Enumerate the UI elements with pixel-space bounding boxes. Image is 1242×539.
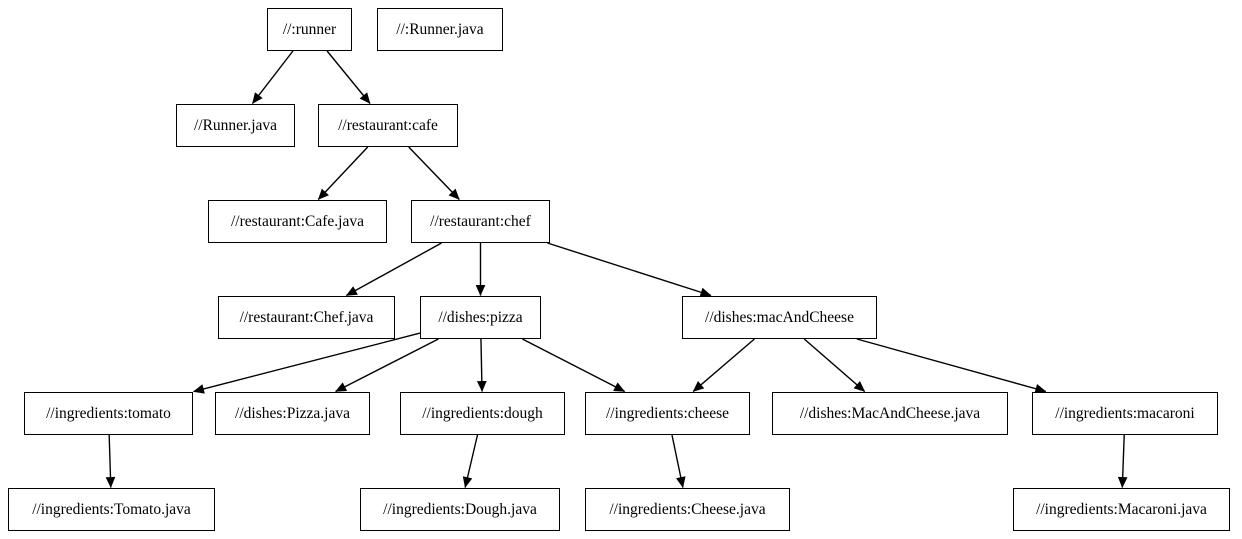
graph-edge-chef-to-mac-and-cheese <box>547 242 712 297</box>
graph-edge-mac-and-cheese-to-cheese <box>692 338 755 393</box>
graph-node-label: //ingredients:Macaroni.java <box>1036 500 1207 518</box>
graph-node-label: //dishes:pizza <box>438 308 523 326</box>
graph-node-label: //Runner.java <box>193 116 278 134</box>
graph-edge-macaroni-to-macaroni-java <box>1117 434 1128 489</box>
graph-node-label: //ingredients:Dough.java <box>383 500 537 518</box>
graph-node-mac-and-cheese-java: //dishes:MacAndCheese.java <box>772 392 1008 435</box>
graph-edge-cafe-to-cafe-java <box>317 146 369 200</box>
graph-node-macaroni: //ingredients:macaroni <box>1032 392 1218 435</box>
graph-node-dough-java: //ingredients:Dough.java <box>360 488 560 531</box>
graph-node-cheese-java: //ingredients:Cheese.java <box>585 488 790 531</box>
graph-node-macaroni-java: //ingredients:Macaroni.java <box>1013 488 1230 531</box>
graph-node-label: //ingredients:dough <box>422 404 543 422</box>
graph-node-dough: //ingredients:dough <box>400 392 565 435</box>
graph-node-label: //ingredients:Tomato.java <box>32 500 191 518</box>
graph-node-label: //ingredients:Cheese.java <box>609 500 766 518</box>
graph-node-label: //dishes:MacAndCheese.java <box>799 404 981 422</box>
graph-edge-cafe-to-chef <box>408 146 460 200</box>
graph-node-label: //:Runner.java <box>396 20 484 38</box>
graph-node-label: //dishes:Pizza.java <box>235 404 350 422</box>
graph-node-label: //ingredients:tomato <box>46 404 171 422</box>
graph-node-pizza: //dishes:pizza <box>420 296 541 339</box>
graph-node-pizza-java: //dishes:Pizza.java <box>215 392 370 435</box>
graph-edge-mac-and-cheese-to-mac-and-cheese-java <box>803 338 866 393</box>
graph-node-tomato: //ingredients:tomato <box>24 392 193 435</box>
graph-edge-pizza-to-cheese <box>522 338 626 393</box>
graph-node-root-runner-java: //:Runner.java <box>377 8 503 51</box>
graph-edge-pizza-to-tomato <box>192 332 421 394</box>
graph-node-chef-java: //restaurant:Chef.java <box>218 296 395 339</box>
graph-node-mac-and-cheese: //dishes:macAndCheese <box>682 296 877 339</box>
graph-node-runner: //:runner <box>267 8 352 51</box>
graph-edge-dough-to-dough-java <box>462 434 479 489</box>
graph-node-label: //restaurant:Cafe.java <box>231 212 364 230</box>
graph-edge-pizza-to-dough <box>476 338 487 393</box>
graph-node-label: //ingredients:cheese <box>605 404 730 422</box>
graph-node-chef: //restaurant:chef <box>411 200 550 243</box>
graph-edge-runner-to-runner-java <box>251 50 294 104</box>
graph-node-label: //:runner <box>282 20 337 38</box>
graph-node-label: //restaurant:chef <box>430 212 531 230</box>
graph-edge-cheese-to-cheese-java <box>671 434 686 489</box>
graph-node-cheese: //ingredients:cheese <box>585 392 750 435</box>
graph-node-label: //restaurant:cafe <box>338 116 438 134</box>
graph-node-label: //dishes:macAndCheese <box>705 308 854 326</box>
graph-edge-runner-to-cafe <box>326 50 371 104</box>
graph-node-label: //ingredients:macaroni <box>1055 404 1195 422</box>
graph-edge-pizza-to-pizza-java <box>335 338 439 393</box>
graph-node-cafe-java: //restaurant:Cafe.java <box>208 200 387 243</box>
graph-node-cafe: //restaurant:cafe <box>318 104 458 147</box>
graph-edge-mac-and-cheese-to-macaroni <box>856 338 1047 394</box>
graph-node-runner-java: //Runner.java <box>176 104 295 147</box>
graph-node-tomato-java: //ingredients:Tomato.java <box>8 488 215 531</box>
graph-edge-tomato-to-tomato-java <box>105 434 116 489</box>
graph-node-label: //restaurant:Chef.java <box>239 308 374 326</box>
graph-edge-chef-to-chef-java <box>345 242 442 297</box>
